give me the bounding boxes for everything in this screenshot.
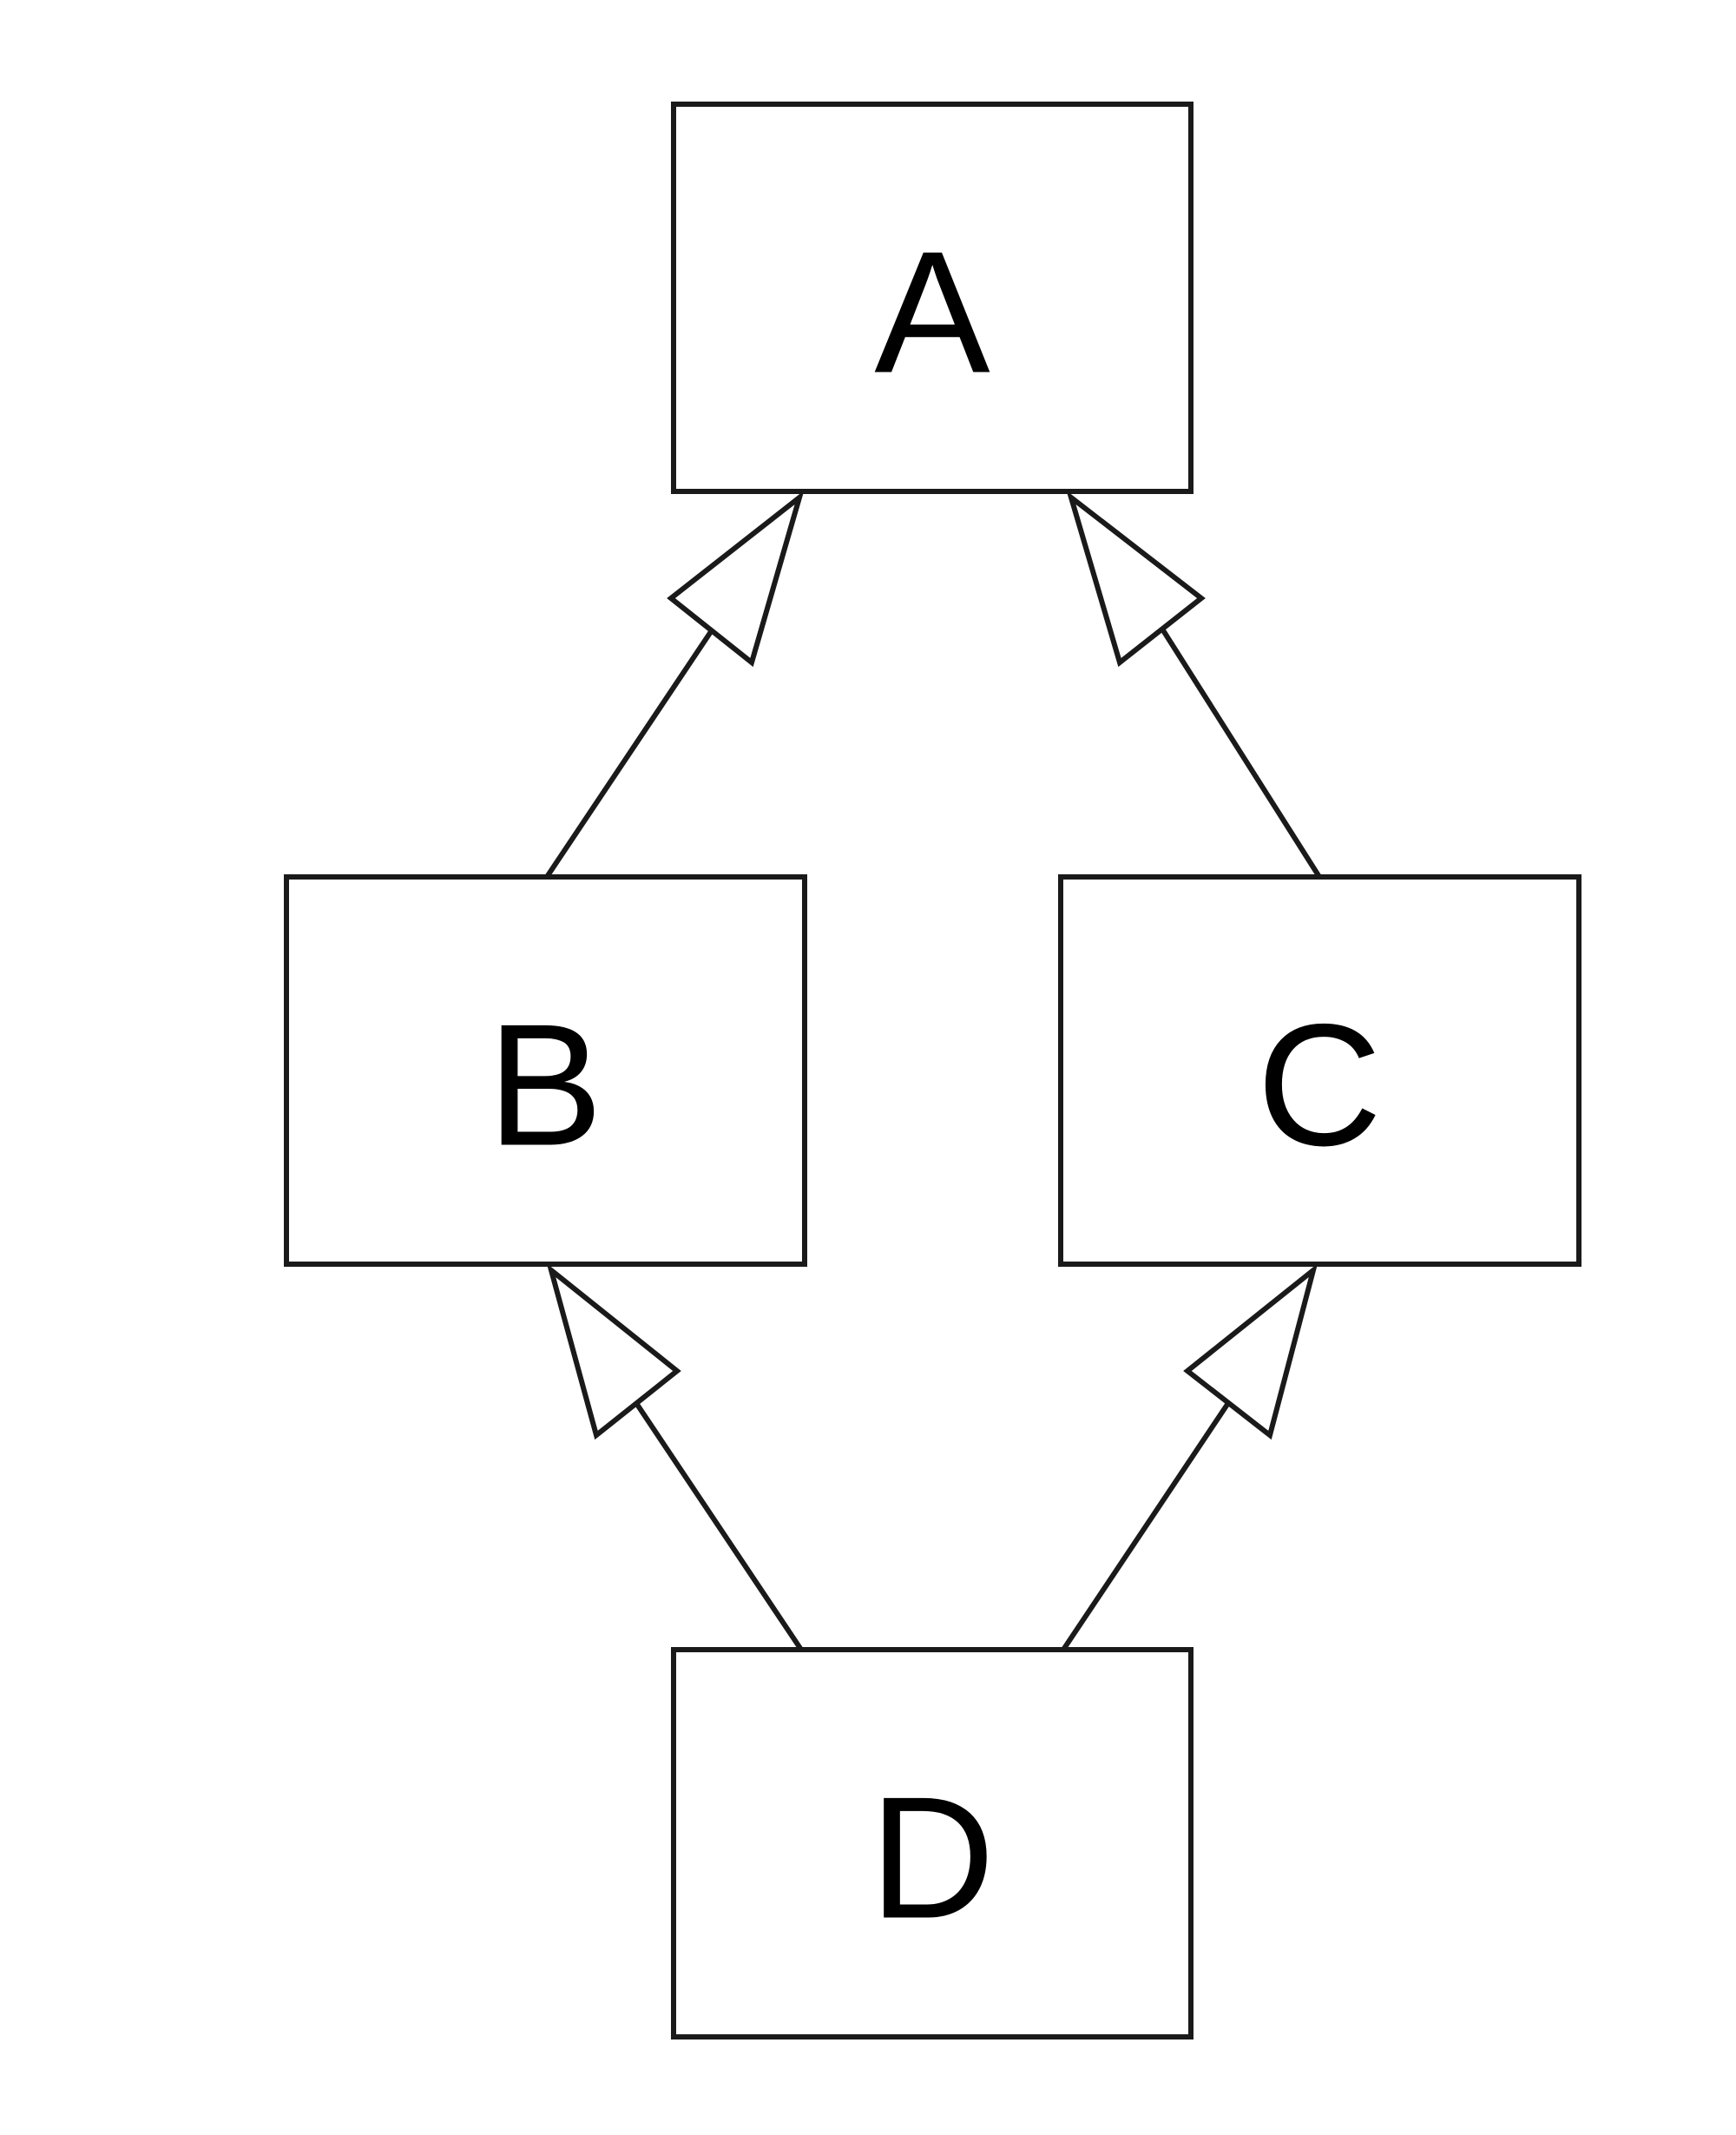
node-box xyxy=(1058,874,1581,1267)
node-label: B xyxy=(487,989,602,1183)
edge-b-to-a xyxy=(544,490,805,879)
arrow-head-icon xyxy=(546,1262,681,1440)
class-node-b[interactable]: B xyxy=(284,874,807,1267)
edge-d-to-c xyxy=(1061,1262,1318,1651)
edge-d-to-b xyxy=(546,1262,804,1651)
node-box xyxy=(284,874,807,1267)
edge-line xyxy=(1061,1401,1231,1651)
edge-line xyxy=(544,629,714,879)
node-box xyxy=(671,1647,1194,2039)
arrow-head-icon xyxy=(667,490,805,668)
node-label: D xyxy=(870,1762,995,1955)
arrow-head-icon xyxy=(1183,1262,1318,1440)
node-box xyxy=(671,102,1194,494)
edge-line xyxy=(1161,629,1322,879)
edge-line xyxy=(634,1401,804,1651)
node-label: C xyxy=(1257,989,1382,1183)
edge-c-to-a xyxy=(1066,490,1322,879)
class-node-d[interactable]: D xyxy=(671,1647,1194,2039)
class-node-c[interactable]: C xyxy=(1058,874,1581,1267)
class-node-a[interactable]: A xyxy=(671,102,1194,494)
node-label: A xyxy=(874,216,990,410)
arrow-head-icon xyxy=(1066,490,1206,668)
